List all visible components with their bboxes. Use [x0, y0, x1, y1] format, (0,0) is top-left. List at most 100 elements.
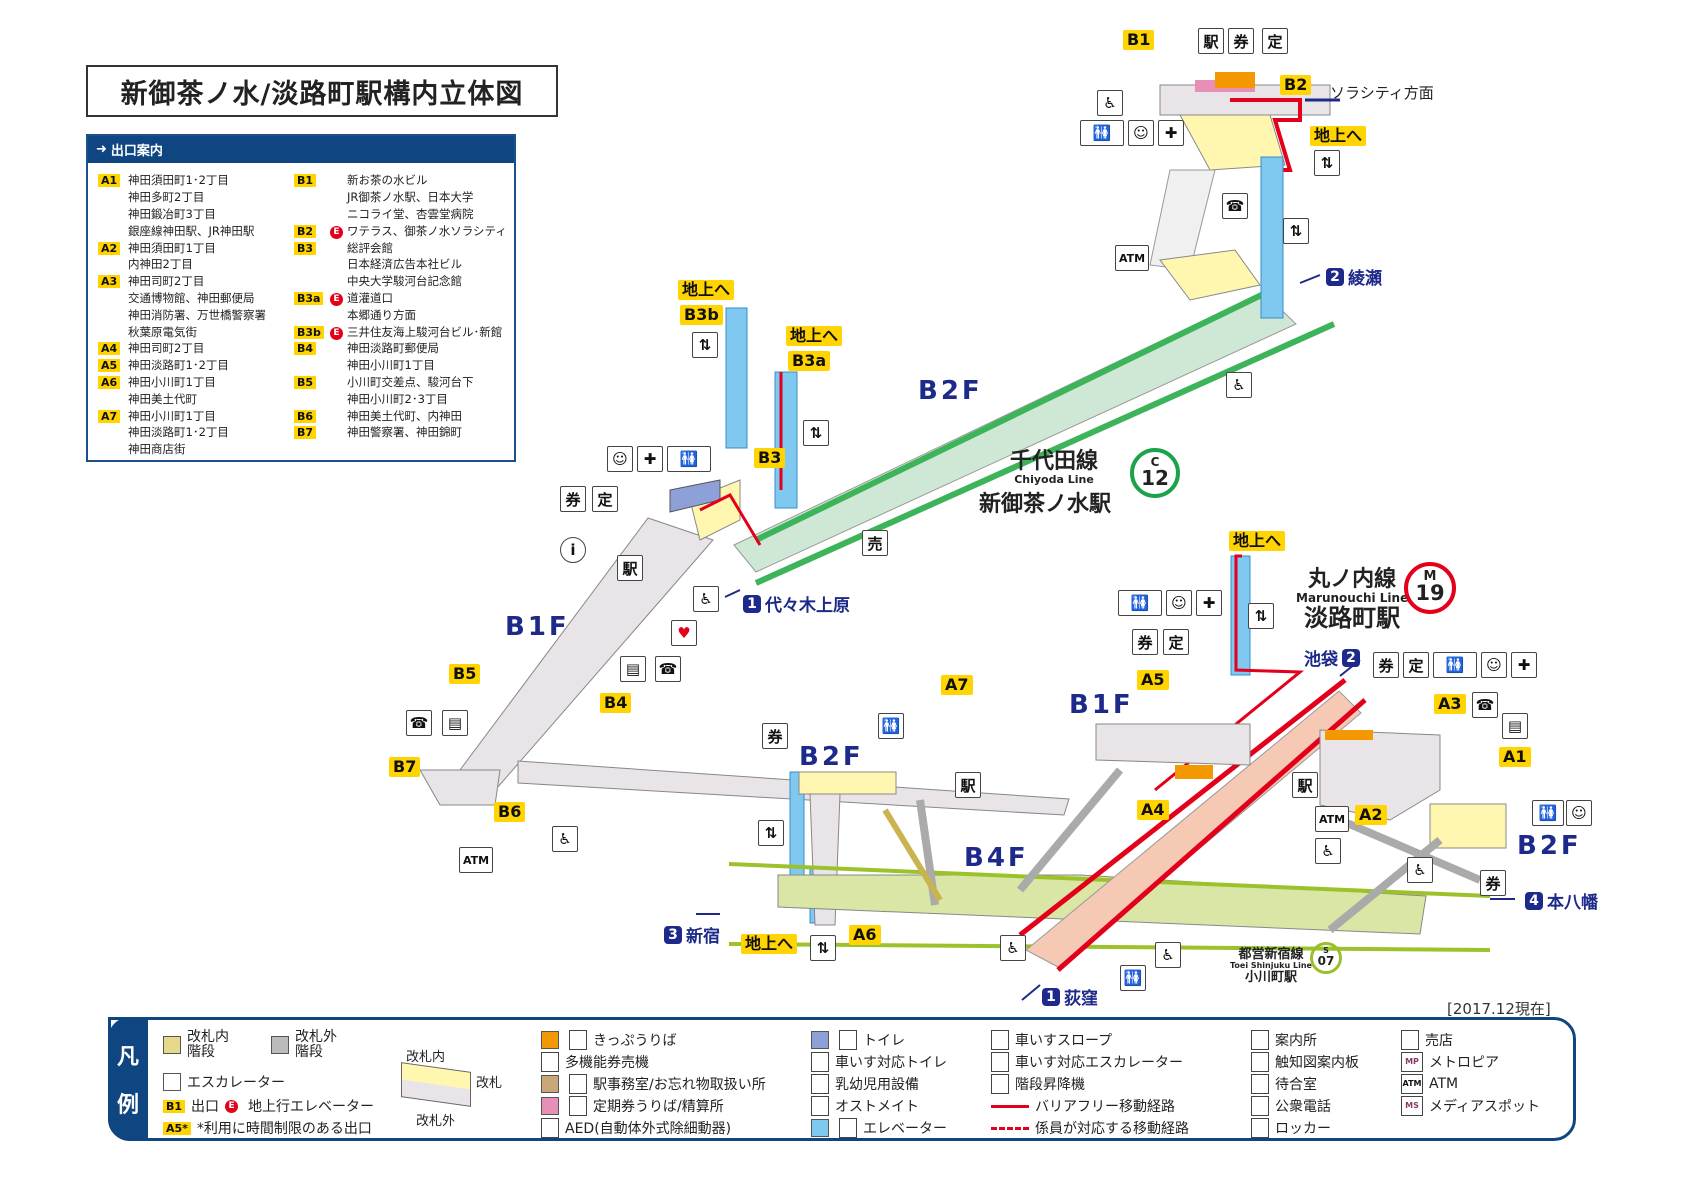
legend-label: 係員が対応する移動経路	[1035, 1121, 1189, 1137]
stairs-icon	[163, 1035, 181, 1054]
exit-row: 日本経済広告本社ビル	[294, 256, 507, 273]
exit-row: JR御茶ノ水駅、日本大学	[294, 189, 507, 206]
toilet-icon: 🚻	[1080, 120, 1124, 146]
ticket-machine-icon: 券	[1373, 652, 1399, 678]
legend-item-information: 案内所	[1251, 1030, 1317, 1050]
exit-guide-heading: 出口案内	[110, 144, 163, 159]
exit-row: 神田多町2丁目	[98, 189, 266, 206]
exit-destination: 神田警察署、神田錦町	[347, 425, 462, 440]
ticket-machine-icon: 券	[1228, 28, 1254, 54]
elevator-icon: ⇅	[1248, 603, 1274, 629]
line-name-en: Chiyoda Line	[1014, 473, 1094, 487]
legend-label: 階段昇降機	[1015, 1077, 1085, 1093]
legend-gate-inside: 改札内	[406, 1050, 446, 1065]
exit-tag: B3	[294, 241, 317, 255]
elevator-icon: ⇅	[1314, 150, 1340, 176]
exit-row: ニコライ堂、杏雲堂病院	[294, 206, 507, 223]
ostomate-icon	[811, 1096, 829, 1116]
toilet-icon: 🚻	[667, 446, 711, 472]
shop-icon: 売	[862, 530, 888, 556]
exit-tag: B2	[294, 224, 317, 238]
wheelchair-lift-icon: ♿	[693, 586, 719, 612]
b1f-concourse-left	[1095, 723, 1251, 766]
exit-row: 交通博物館、神田郵便局	[98, 290, 266, 307]
ostomate-icon: ✚	[1158, 120, 1184, 146]
tactile-map-icon: i	[560, 537, 586, 563]
page-title: 新御茶ノ水/淡路町駅構内立体図	[86, 65, 558, 117]
baby-icon: ☺	[1128, 120, 1154, 146]
exit-row: 銀座線神田駅、JR神田駅	[98, 222, 266, 239]
elevator-shaft	[1260, 156, 1284, 319]
exit-row: 中央大学駿河台記念館	[294, 273, 507, 290]
exit-row: 秋葉原電気街	[98, 323, 266, 340]
floor-label-b4f: B4F	[964, 843, 1029, 873]
exit-tag-b4: B4	[600, 693, 632, 713]
exit-tag: B4	[294, 342, 317, 356]
legend-item-commuter-pass: 定期券うりば/精算所	[541, 1096, 724, 1116]
exit-destination: 神田美土代町、内神田	[347, 408, 462, 423]
marunouchi-line-label: 丸ノ内線 Marunouchi Line 淡路町駅	[1296, 567, 1408, 631]
exit-destination: 神田小川町1丁目	[128, 374, 216, 389]
locker-icon: ▤	[442, 710, 468, 736]
legend-item-station-office: 駅事務室/お忘れ物取扱い所	[541, 1074, 766, 1094]
commuter-pass-icon: 定	[1403, 652, 1429, 678]
ostomate-icon: ✚	[637, 446, 663, 472]
exit-tag: A5	[98, 359, 121, 373]
floor-label-b2f: B2F	[918, 376, 983, 406]
exit-tag: B6	[294, 409, 317, 423]
exit-tag-a2: A2	[1355, 805, 1387, 825]
exit-tag: B3a	[294, 291, 324, 305]
legend-label: 触知図案内板	[1275, 1055, 1359, 1071]
legend-label: 定期券うりば/精算所	[593, 1099, 724, 1115]
exit-row: 神田淡路町1･2丁目	[98, 424, 266, 441]
wheelchair-slope-icon	[991, 1030, 1009, 1050]
ticket-counter-icon	[569, 1030, 587, 1050]
legend-item-baby-facility: 乳幼児用設備	[811, 1074, 919, 1094]
exit-destination: 神田美土代町	[128, 391, 197, 406]
area-swatch	[541, 1097, 559, 1115]
commuter-pass-icon: 定	[592, 486, 618, 512]
exit-tag-a6: A6	[849, 925, 881, 945]
stair-lift-icon: ♿	[1407, 857, 1433, 883]
multi-ticket-machine-icon	[541, 1052, 559, 1072]
media-spot-icon: MS	[1401, 1096, 1423, 1116]
area-swatch	[811, 1119, 829, 1137]
exit-destination: 小川町交差点、駿河台下	[347, 374, 474, 389]
elevator-up-icon: E	[330, 326, 343, 340]
exit-row: B6 神田美土代町、内神田	[294, 407, 507, 424]
legend-item-ostomate: オストメイト	[811, 1096, 919, 1116]
commuter-pass-icon: 定	[1163, 629, 1189, 655]
legend-label: 乳幼児用設備	[835, 1077, 919, 1093]
baby-facility-icon	[811, 1074, 829, 1094]
phone-icon: ☎	[1472, 692, 1498, 718]
exit-destination: JR御茶ノ水駅、日本大学	[347, 190, 474, 205]
line-name: 丸ノ内線	[1308, 567, 1397, 592]
legend-label: 案内所	[1275, 1033, 1317, 1049]
legend-item-toilet: トイレ	[811, 1030, 905, 1050]
phone-icon: ☎	[406, 710, 432, 736]
b1f-concourse-right	[1319, 729, 1441, 821]
exit-tag-b1: B1	[1123, 30, 1155, 50]
legend-label: 多機能券売機	[565, 1055, 649, 1071]
baby-icon: ☺	[607, 446, 633, 472]
stair-lift-icon: ♿	[1155, 942, 1181, 968]
wheelchair-escalator-icon: ♿	[1315, 838, 1341, 864]
shop-icon	[1401, 1030, 1419, 1050]
legend-label: トイレ	[863, 1033, 905, 1049]
legend-item-shop: 売店	[1401, 1030, 1453, 1050]
legend-gate-outside: 改札外	[416, 1114, 456, 1129]
exit-row: 本郷通り方面	[294, 306, 507, 323]
escalator-icon	[163, 1073, 181, 1091]
arrow-right-icon: ➜	[96, 142, 107, 157]
